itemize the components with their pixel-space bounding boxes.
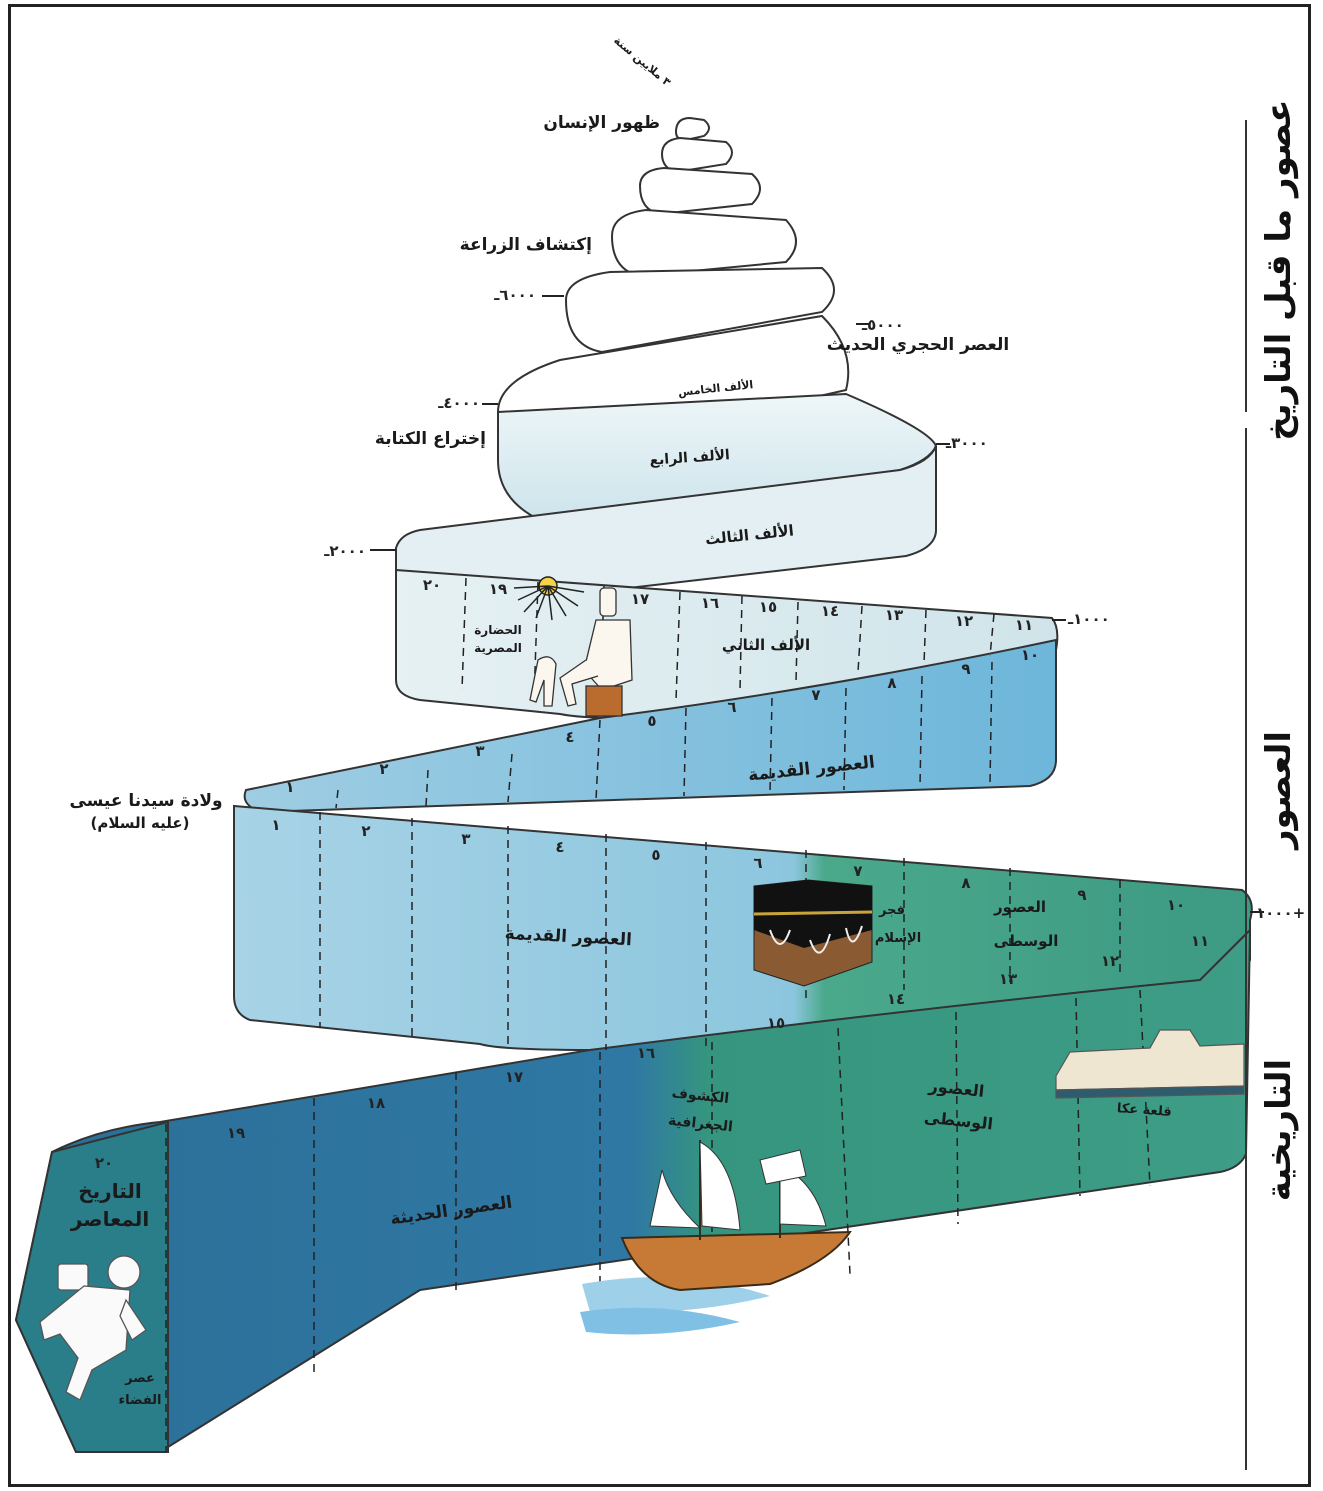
top-note: ٣ ملايين سنة: [611, 34, 673, 89]
century-bc-lower-3: ٨: [887, 674, 896, 692]
year-2000: ٢٠٠٠ـ: [323, 542, 366, 560]
side-label-prehistory: عصور ما قبل التاريخ: [1259, 99, 1299, 440]
label-fourth-millennium: الألف الرابع: [649, 446, 730, 469]
coil-1: [674, 116, 710, 142]
century-ad-upper-1: ١: [271, 816, 280, 834]
century-numbers: ٢٠ ١٩ ١٧ ١٦ ١٥ ١٤ ١٣ ١٢ ١١ ١٠ ٩ ٨ ٧ ٦ ٥ …: [95, 576, 1209, 1172]
page-frame: [8, 4, 1311, 1487]
astronaut-icon: [39, 1255, 147, 1401]
century-ad-upper-3: ٣: [461, 830, 470, 848]
century-ad-mid-5: ١٥: [767, 1014, 785, 1032]
label-human-appearance: ظهور الإنسان: [543, 113, 660, 133]
band-first-millennium-bc: [243, 638, 1057, 814]
label-neolithic: العصر الحجري الحديث: [827, 335, 1010, 355]
side-label-eras: العصور: [1259, 731, 1299, 851]
century-bc-upper-5: ١٥: [759, 598, 777, 616]
century-ad-lower-3: ١٨: [367, 1094, 385, 1112]
label-jesus-birth-1: ولادة سيدنا عيسى: [69, 791, 222, 811]
coil-5: [564, 266, 835, 354]
century-bc-upper-7: ١٣: [885, 606, 903, 624]
label-discoveries-2: الجغرافية: [667, 1113, 733, 1136]
label-jesus-birth-2: (عليه السلام): [91, 814, 190, 832]
label-space-age-2: الفضاء: [118, 1393, 161, 1408]
label-middle-ages-a-1: العصور: [993, 898, 1046, 916]
year-1000-ad: ١٠٠٠+: [1256, 904, 1305, 922]
century-ad-upper-9: ٩: [1077, 886, 1086, 904]
label-acre-fortress: قلعة عكا: [1116, 1101, 1172, 1120]
year-3000: ٣٠٠٠ـ: [945, 434, 988, 452]
century-bc-lower-10: ١: [285, 778, 294, 796]
label-egyptian-civ-2: المصرية: [474, 641, 522, 655]
century-bc-lower-4: ٧: [811, 686, 820, 704]
label-islam-dawn-2: الإسلام: [875, 931, 921, 946]
century-ad-upper-2: ٢: [361, 822, 370, 840]
century-bc-upper-3: ١٧: [631, 590, 649, 608]
ship-icon: [580, 1140, 852, 1335]
label-contemporary-1: التاريخ: [78, 1179, 141, 1203]
sun-icon: [513, 576, 585, 621]
century-bc-lower-1: ١٠: [1021, 646, 1039, 664]
kaaba-icon: [753, 879, 873, 987]
egyptian-figure-icon: [529, 587, 633, 717]
year-6000: ٦٠٠٠ـ: [493, 286, 536, 304]
milestone-ticks: [370, 295, 1264, 913]
side-label-historical: التاريخية: [1259, 1059, 1299, 1201]
prehistory-coils: [496, 116, 850, 464]
label-contemporary-2: المعاصر: [70, 1207, 149, 1231]
fortress-icon: [1055, 1029, 1245, 1099]
century-bc-upper-4: ١٦: [701, 594, 719, 612]
century-ad-lower-2: ١٧: [505, 1068, 523, 1086]
label-middle-ages-a-2: الوسطى: [994, 932, 1059, 950]
label-egyptian-civ-1: الحضارة: [474, 623, 522, 637]
century-bc-lower-9: ٢: [379, 760, 388, 778]
century-ad-upper-10: ١٠: [1167, 896, 1185, 914]
label-islam-dawn-1: فجر: [878, 903, 905, 918]
century-ad-lower-4: ١٩: [227, 1124, 245, 1142]
century-bc-lower-5: ٦: [727, 698, 736, 716]
century-ad-lower-1: ١٦: [637, 1044, 655, 1062]
century-ad-upper-6: ٦: [753, 854, 762, 872]
century-bc-lower-8: ٣: [475, 742, 484, 760]
label-agriculture: إكتشاف الزراعة: [460, 235, 592, 255]
coil-4: [610, 208, 797, 278]
century-bc-lower-6: ٥: [647, 712, 656, 730]
century-bc-upper-2: ١٩: [489, 580, 507, 598]
century-ad-mid-4: ١٤: [887, 990, 905, 1008]
year-4000: ٤٠٠٠ـ: [437, 394, 480, 412]
century-ad-upper-8: ٨: [961, 874, 970, 892]
century-ad-upper-7: ٧: [853, 862, 862, 880]
century-ad-upper-5: ٥: [651, 846, 660, 864]
century-bc-upper-8: ١٢: [955, 612, 973, 630]
label-second-millennium: الألف الثاني: [722, 636, 810, 654]
century-ad-mid-3: ١٣: [999, 970, 1017, 988]
century-bc-lower-2: ٩: [961, 660, 970, 678]
century-bc-upper-9: ١١: [1015, 616, 1033, 634]
label-space-age-1: عصر: [124, 1371, 155, 1386]
century-ad-upper-4: ٤: [555, 838, 564, 856]
century-bc-upper-1: ٢٠: [423, 576, 441, 594]
century-bc-lower-7: ٤: [565, 728, 574, 746]
label-discoveries-1: الكشوف: [671, 1085, 730, 1107]
year-5000: ٥٠٠٠ـ: [861, 316, 904, 334]
century-bc-upper-6: ١٤: [821, 602, 839, 620]
century-ad-mid-1: ١١: [1191, 932, 1209, 950]
century-ad-mid-2: ١٢: [1101, 952, 1119, 970]
century-ad-lower-5: ٢٠: [95, 1154, 113, 1172]
year-1000-bc: ١٠٠٠ـ: [1067, 610, 1110, 628]
coil-2: [660, 136, 733, 174]
band-second-millennium-ad: [14, 927, 1252, 1453]
label-writing: إختراع الكتابة: [375, 429, 486, 449]
coil-3: [638, 166, 761, 216]
